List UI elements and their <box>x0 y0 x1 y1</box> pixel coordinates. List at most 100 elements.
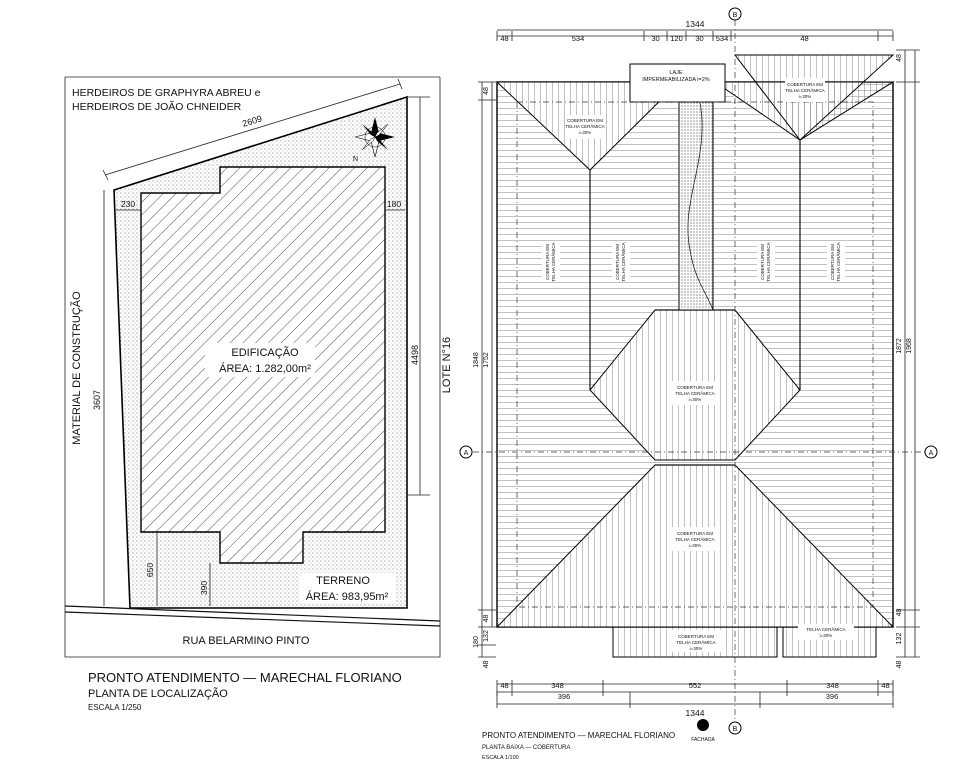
svg-text:i=30%: i=30% <box>799 94 812 99</box>
axis-marker-bottom: B <box>728 721 742 735</box>
dim-top-segment: 48 <box>500 34 508 43</box>
svg-text:COBERTURA EM: COBERTURA EM <box>760 244 765 280</box>
dim-bottom-row-2: 396 396 <box>496 692 894 708</box>
left-side-label: MATERIAL DE CONSTRUÇÃO <box>70 291 83 445</box>
roof-label-top-right: COBERTURA EM TELHA CERÂMICA i=30% <box>785 78 825 102</box>
dim-top-segment: 30 <box>695 34 703 43</box>
svg-text:B: B <box>733 726 738 733</box>
dim-top-segment: 534 <box>572 34 585 43</box>
dim-left-segment: 48 <box>483 615 490 623</box>
canopy-label-2: TELHA CERÂMICA <box>676 639 715 645</box>
dim-right-segment: 48 <box>896 609 903 617</box>
roof-label-right-1: COBERTURA EM TELHA CERÂMICA <box>757 242 775 282</box>
facade-marker: FACHADA <box>691 719 715 743</box>
dim-left-segment: 1752 <box>483 352 490 368</box>
roof-title: PRONTO ATENDIMENTO — MARECHAL FLORIANO <box>482 731 675 740</box>
dim-right-segment: 1968 <box>906 338 913 354</box>
dim-top-total: 1344 <box>686 19 705 29</box>
roof-label-top-left: COBERTURA EM TELHA CERÂMICA i=30% <box>565 115 605 139</box>
dim-bottom-segment: 552 <box>689 681 702 690</box>
site-frame <box>64 77 441 658</box>
dim-top-segment: 48 <box>800 34 808 43</box>
dim-right-segment: 48 <box>896 54 903 62</box>
dim-front-right: 390 <box>199 581 209 595</box>
svg-text:A: A <box>929 450 934 457</box>
svg-text:COBERTURA EM: COBERTURA EM <box>677 385 713 390</box>
axis-marker-top: B <box>728 7 742 21</box>
svg-text:A: A <box>464 450 469 457</box>
terrain-label: TERRENO <box>316 575 370 587</box>
roof-label-center: COBERTURA EM TELHA CERÂMICA i=30% <box>670 381 720 405</box>
dim-setback-left: 230 <box>121 199 135 209</box>
north-label: N <box>353 156 358 163</box>
dim-left-segment: 48 <box>483 87 490 95</box>
svg-text:COBERTURA EM: COBERTURA EM <box>615 244 620 280</box>
canopy-right-label: TELHA CERÂMICA <box>806 626 845 632</box>
roof-label-right-2: COBERTURA EM TELHA CERÂMICA <box>827 242 845 282</box>
roof-label-lower: COBERTURA EM TELHA CERÂMICA i=30% <box>670 527 720 551</box>
site-plan: EDIFICAÇÃO ÁREA: 1.282,00m² TERRENO ÁREA… <box>64 76 453 712</box>
svg-text:COBERTURA EM: COBERTURA EM <box>830 244 835 280</box>
dim-top-segments: 48 534 30 120 30 534 48 <box>496 31 894 43</box>
site-subtitle: PLANTA DE LOCALIZAÇÃO <box>88 687 228 700</box>
dim-top-edge: 2609 <box>241 113 263 128</box>
dim-top-segment: 534 <box>716 34 729 43</box>
canopy-label-3: i=30% <box>690 646 703 651</box>
svg-text:B: B <box>733 12 738 19</box>
dim-right-segment: 132 <box>896 633 903 645</box>
axis-marker-left: A <box>459 445 473 459</box>
svg-text:i=30%: i=30% <box>689 397 702 402</box>
dim-bottom-segment: 348 <box>551 681 564 690</box>
svg-text:COBERTURA EM: COBERTURA EM <box>567 118 603 123</box>
dim-bottom-segment: 396 <box>826 692 839 701</box>
dim-left-segment: 132 <box>483 630 490 642</box>
north-arrow-icon <box>354 117 395 158</box>
svg-text:TELHA CERÂMICA: TELHA CERÂMICA <box>835 242 841 281</box>
svg-text:TELHA CERÂMICA: TELHA CERÂMICA <box>765 242 771 281</box>
svg-text:COBERTURA EM: COBERTURA EM <box>787 82 823 87</box>
neighbors-line-1: HERDEIROS DE GRAPHYRA ABREU e <box>72 87 261 99</box>
roof-label-left-2: COBERTURA EM TELHA CERÂMICA <box>612 242 630 282</box>
svg-text:TELHA CERÂMICA: TELHA CERÂMICA <box>675 536 714 542</box>
svg-text:COBERTURA EM: COBERTURA EM <box>677 531 713 536</box>
roof-label-left-1: COBERTURA EM TELHA CERÂMICA <box>542 242 560 282</box>
dim-bottom-total: 1344 <box>686 708 705 718</box>
site-scale: ESCALA 1/250 <box>88 703 142 712</box>
dim-bottom-segment: 48 <box>881 681 889 690</box>
canopy-label-1: COBERTURA EM <box>678 634 714 639</box>
dim-bottom-segment: 396 <box>558 692 571 701</box>
dim-bottom-row-1: 48 348 552 348 48 <box>496 680 894 696</box>
roof-subtitle: PLANTA BAIXA — COBERTURA <box>482 745 570 751</box>
dim-top-segment: 30 <box>651 34 659 43</box>
slab-label-1: LAJE <box>669 70 682 76</box>
axis-marker-right: A <box>924 445 938 459</box>
svg-text:i=30%: i=30% <box>689 543 702 548</box>
building-label: EDIFICAÇÃO <box>231 346 299 359</box>
dim-left-segment: 48 <box>483 661 490 669</box>
site-title: PRONTO ATENDIMENTO — MARECHAL FLORIANO <box>88 670 402 685</box>
dim-left-segment: 180 <box>473 636 480 648</box>
dim-setback-right: 180 <box>387 199 401 209</box>
svg-text:TELHA CERÂMICA: TELHA CERÂMICA <box>620 242 626 281</box>
dim-front-left: 650 <box>145 563 155 577</box>
svg-text:TELHA CERÂMICA: TELHA CERÂMICA <box>565 123 604 129</box>
right-side-label: LOTE N°16 <box>441 337 453 393</box>
slab-label-2: IMPERMEABILIZADA i=2% <box>642 77 710 83</box>
roof-plan: LAJE IMPERMEABILIZADA i=2% COBERTURA EM … <box>459 7 938 761</box>
dim-left-segment: 1848 <box>473 352 480 368</box>
dim-bottom-segment: 348 <box>826 681 839 690</box>
dim-left-edge: 3607 <box>92 390 102 410</box>
dim-right-segment: 1872 <box>896 338 903 354</box>
dim-bottom-segment: 48 <box>500 681 508 690</box>
neighbors-line-2: HERDEIROS DE JOÃO CHNEIDER <box>72 100 242 113</box>
dim-top-segment: 120 <box>670 34 683 43</box>
roof-scale: ESCALA 1/100 <box>482 755 519 761</box>
svg-text:TELHA CERÂMICA: TELHA CERÂMICA <box>550 242 556 281</box>
svg-text:TELHA CERÂMICA: TELHA CERÂMICA <box>785 87 824 93</box>
svg-text:COBERTURA EM: COBERTURA EM <box>545 244 550 280</box>
building-area: ÁREA: 1.282,00m² <box>219 362 311 375</box>
dim-right-edge: 4498 <box>410 345 420 365</box>
